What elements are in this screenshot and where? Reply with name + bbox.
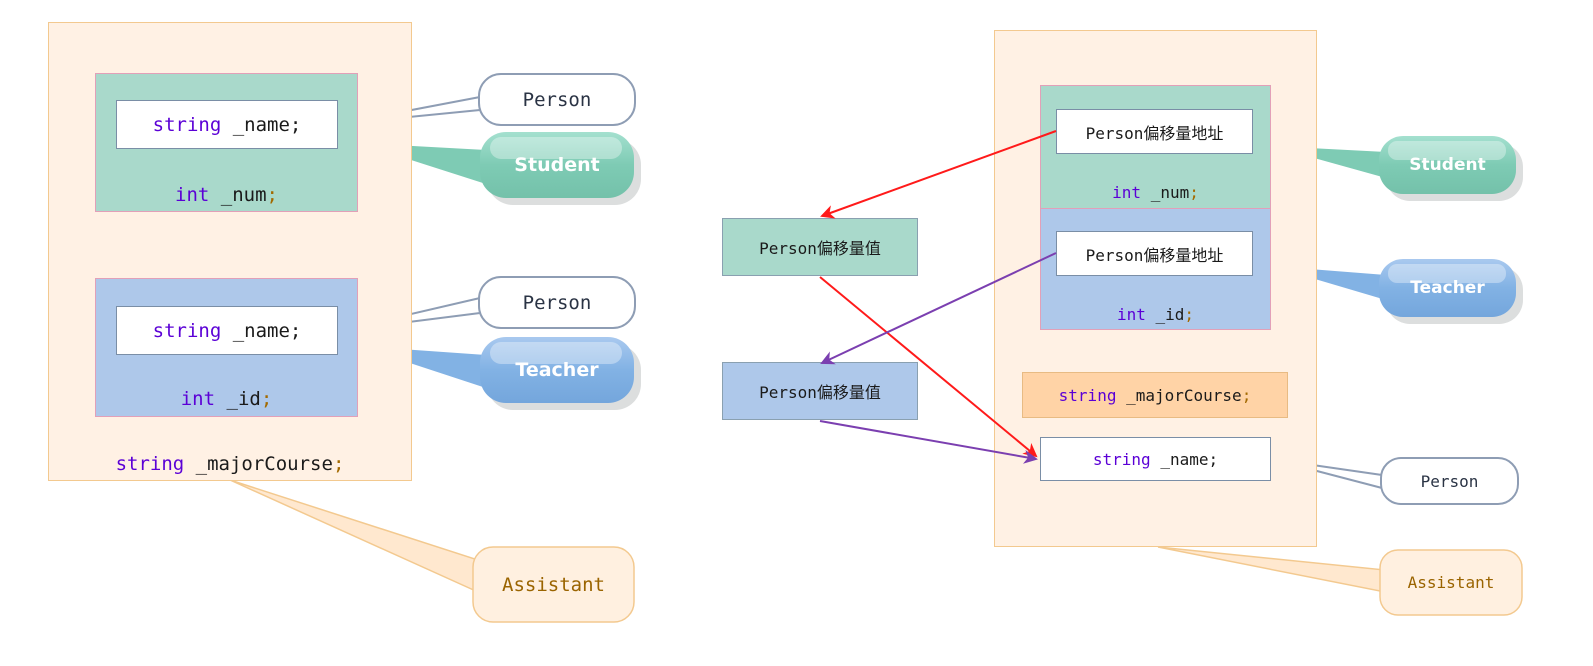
- semicolon: ;: [289, 113, 302, 136]
- student-num-member: int _num;: [95, 180, 358, 210]
- semicolon: ;: [1189, 182, 1199, 202]
- keyword-string: string: [152, 319, 222, 342]
- member-name: _name: [232, 113, 290, 136]
- person-callout-right-shape: [1380, 457, 1519, 505]
- teacher-badge-label: Teacher: [515, 359, 599, 381]
- student-badge-label-right: Student: [1409, 155, 1486, 175]
- member-name: _name: [1160, 449, 1209, 469]
- semicolon: ;: [1184, 304, 1195, 324]
- offset-value-text: Person偏移量值: [759, 383, 881, 402]
- person-callout-2-shape: [478, 276, 636, 329]
- student-offset-to-name-arrow: [819, 276, 1038, 458]
- student-name-member: string _name;: [116, 100, 338, 149]
- shared-person-name-member: string _name;: [1040, 437, 1271, 481]
- keyword-int: int: [175, 184, 210, 206]
- person-callout-label-2: Person: [522, 291, 592, 314]
- student-badge-label: Student: [514, 154, 600, 176]
- person-callout-label-right: Person: [1420, 471, 1479, 491]
- keyword-int: int: [1112, 182, 1142, 202]
- teacher-badge-label-right: Teacher: [1410, 278, 1485, 298]
- assistant-callout-label-left: Assistant: [502, 573, 605, 596]
- student-num-member-right: int _num;: [1040, 178, 1271, 206]
- teacher-id-member: int _id;: [95, 384, 358, 414]
- member-id: _id: [226, 388, 261, 410]
- member-num: _num: [220, 184, 267, 206]
- teacher-offset-to-name-arrow: [819, 420, 1038, 464]
- person-callout-label-1: Person: [522, 88, 592, 111]
- keyword-string: string: [1092, 449, 1151, 469]
- teacher-offset-address: Person偏移量地址: [1056, 231, 1253, 276]
- teacher-name-member: string _name;: [116, 306, 338, 355]
- semicolon: ;: [289, 319, 302, 342]
- semicolon: ;: [266, 184, 278, 206]
- member-id: _id: [1155, 304, 1185, 324]
- member-name: _name: [232, 319, 290, 342]
- member-major-course: _majorCourse: [1126, 385, 1242, 405]
- keyword-string: string: [115, 453, 185, 475]
- semicolon: ;: [1241, 385, 1252, 405]
- teacher-id-member-right: int _id;: [1040, 300, 1271, 328]
- member-major-course: _majorCourse: [195, 453, 333, 475]
- offset-address-text: Person偏移量地址: [1085, 123, 1224, 143]
- keyword-int: int: [180, 388, 216, 410]
- teacher-badge-right-shape: [1271, 259, 1523, 324]
- offset-address-text: Person偏移量地址: [1085, 245, 1224, 265]
- teacher-offset-value: Person偏移量值: [722, 362, 918, 420]
- teacher-badge-shape: [358, 337, 641, 410]
- semicolon: ;: [332, 453, 345, 475]
- major-course-member-right: string _majorCourse;: [1022, 372, 1288, 418]
- semicolon: ;: [260, 388, 273, 410]
- assistant-callout-left-shape: [229, 479, 635, 623]
- student-offset-value: Person偏移量值: [722, 218, 918, 276]
- major-course-member-left: string _majorCourse;: [48, 449, 412, 479]
- member-num: _num: [1150, 182, 1190, 202]
- assistant-callout-label-right: Assistant: [1407, 573, 1495, 592]
- person-callout-1-shape: [478, 73, 636, 126]
- student-offset-arrow: [820, 130, 1057, 219]
- keyword-int: int: [1116, 304, 1146, 324]
- student-offset-address: Person偏移量地址: [1056, 109, 1253, 154]
- teacher-offset-arrow: [820, 252, 1057, 365]
- keyword-string: string: [1058, 385, 1117, 405]
- keyword-string: string: [152, 113, 222, 136]
- offset-value-text: Person偏移量值: [759, 239, 881, 258]
- assistant-callout-right-shape: [1157, 546, 1523, 616]
- semicolon: ;: [1208, 449, 1219, 469]
- student-badge-right-shape: [1271, 136, 1523, 201]
